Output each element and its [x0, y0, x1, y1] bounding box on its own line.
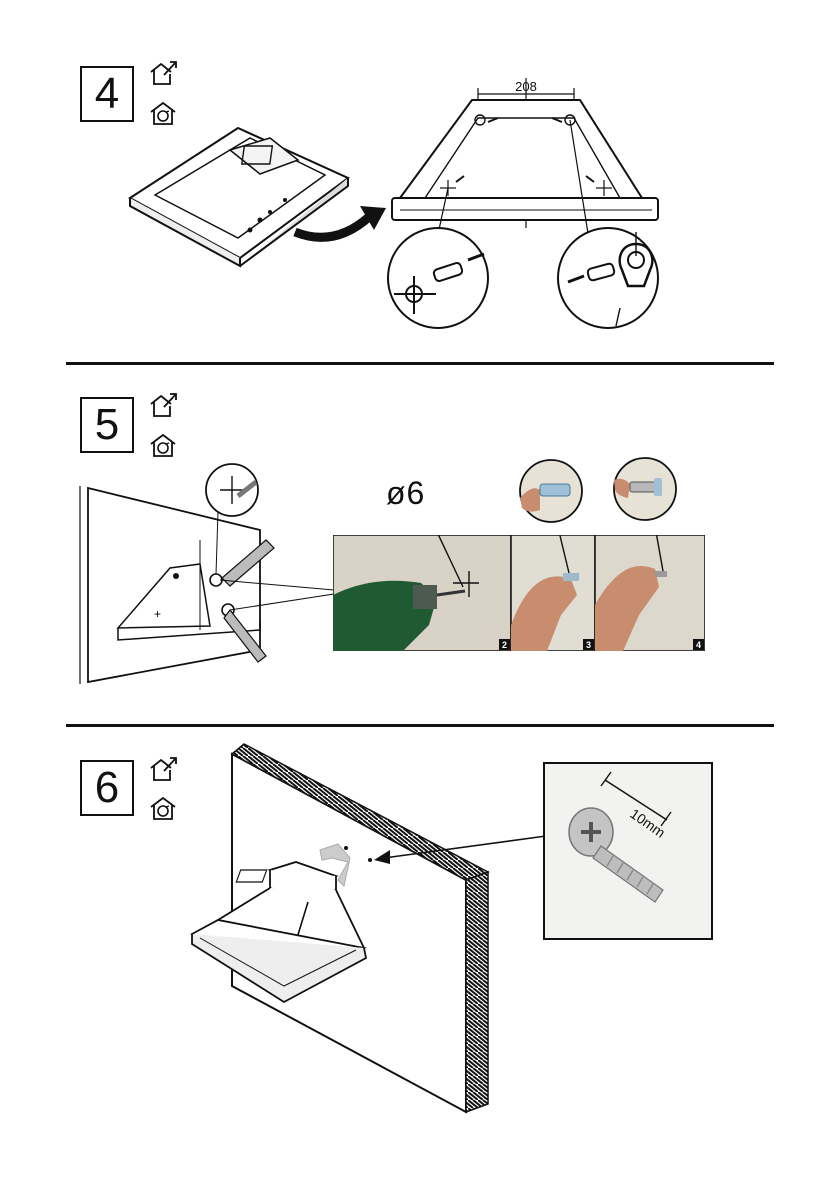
step-number-box: 4: [80, 66, 134, 122]
curved-arrow-icon: [290, 200, 390, 250]
section-divider: [66, 724, 774, 727]
step-number: 4: [95, 72, 119, 116]
photo-number: 3: [586, 640, 591, 650]
step-number-box: 5: [80, 397, 134, 453]
photo-number: 2: [502, 640, 507, 650]
house-circle-icon: [148, 795, 178, 821]
house-arrow-icon: [148, 756, 178, 782]
photo-number: 4: [696, 640, 701, 650]
step-number: 6: [95, 766, 119, 810]
pointer-arrow-icon: [370, 830, 550, 866]
drill-size-label: ø6: [386, 475, 425, 512]
detail-circle-keyhole: [554, 226, 664, 330]
step-number: 5: [95, 403, 119, 447]
section-divider: [66, 362, 774, 365]
screw-photo: 10mm: [543, 762, 713, 940]
house-arrow-icon: [148, 392, 178, 418]
drilling-photo-strip: 2 3 4: [333, 535, 705, 651]
step-number-box: 6: [80, 760, 134, 816]
dimension-label: 208: [515, 79, 537, 94]
wall-marking-illustration: +: [70, 460, 350, 690]
house-circle-icon: [148, 432, 178, 458]
svg-text:+: +: [154, 607, 161, 621]
wall-mount-illustration: [188, 740, 498, 1120]
house-arrow-icon: [148, 60, 178, 86]
screw-closeup-photo: [612, 456, 678, 522]
wall-plug-closeup-photo: [518, 458, 584, 524]
detail-circle-plug: [384, 226, 494, 330]
